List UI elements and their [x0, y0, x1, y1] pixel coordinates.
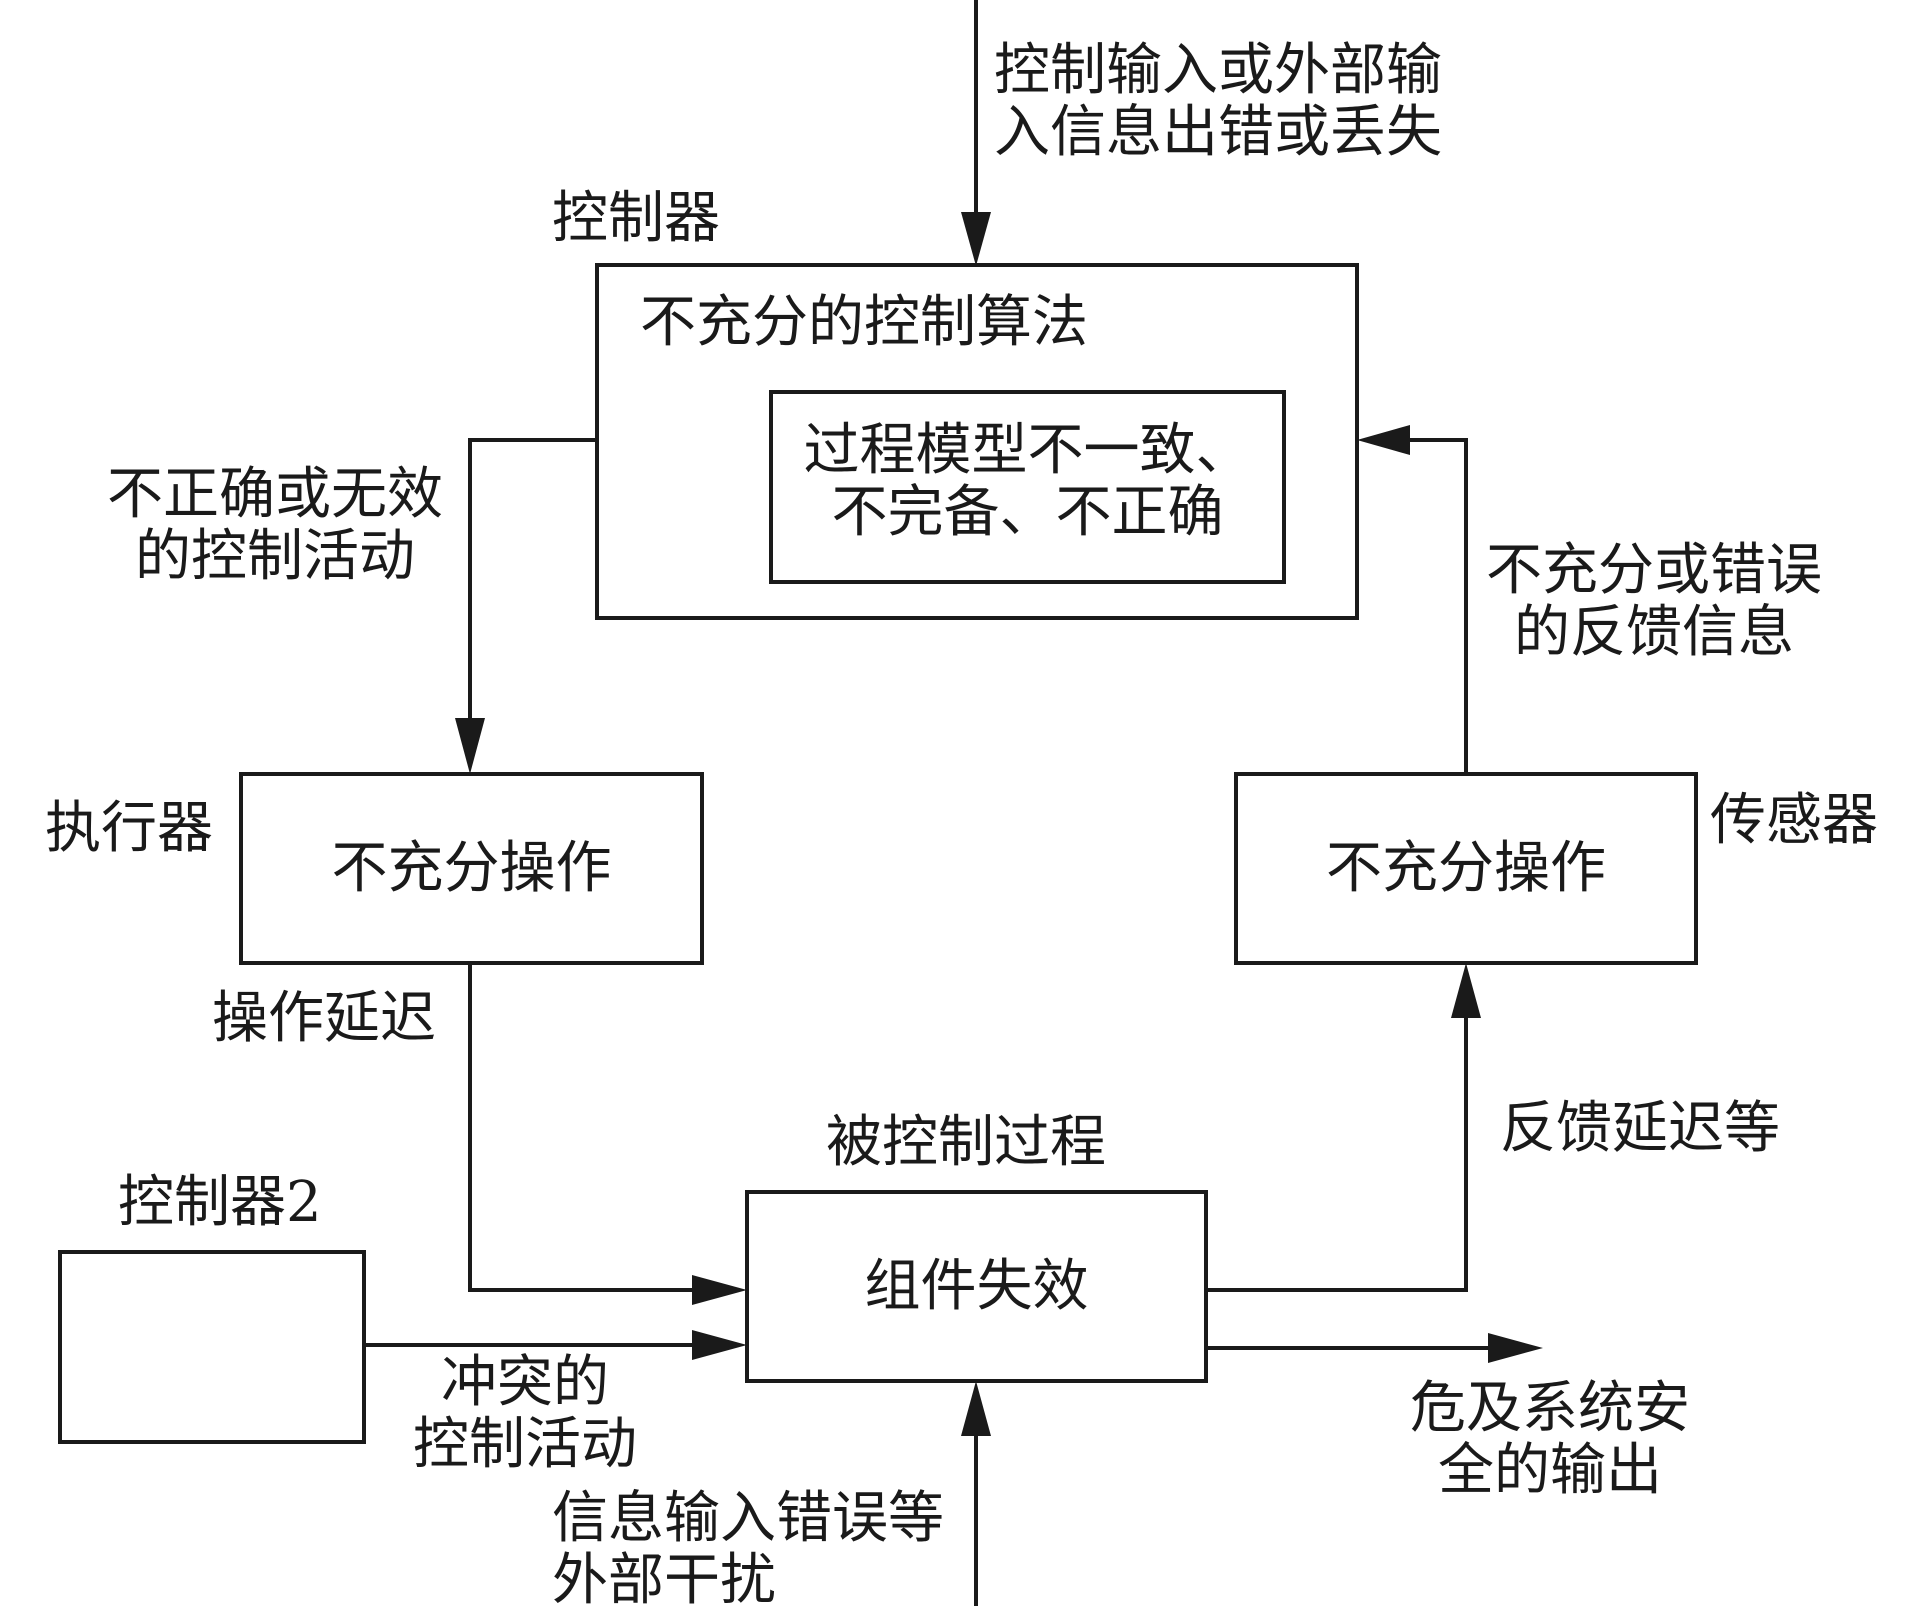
input-error-line-1: 控制输入或外部输 [994, 38, 1442, 103]
feedback-info-line-1: 不充分或错误 [1486, 538, 1822, 603]
feedback-delay-label: 反馈延迟等 [1500, 1096, 1780, 1161]
hazard-output-arrowhead [1488, 1333, 1543, 1363]
process-model-line-2: 不完备、不正确 [831, 480, 1224, 545]
process-to-sensor-arrowhead [1451, 963, 1481, 1018]
hazard-output-line-2: 全的输出 [1438, 1438, 1662, 1503]
controller2-title: 控制器2 [118, 1170, 322, 1235]
control-algorithm-label: 不充分的控制算法 [640, 290, 1088, 355]
disturbance-label: 信息输入错误等 外部干扰 [552, 1488, 944, 1612]
process-model-line-1: 过程模型不一致、 [803, 418, 1252, 483]
conflicting-action-line-2: 控制活动 [413, 1412, 637, 1477]
actuator-title: 执行器 [45, 796, 213, 861]
feedback-info-arrow [1410, 438, 1468, 774]
conflicting-action-label: 冲突的 控制活动 [380, 1352, 670, 1476]
operation-delay-label: 操作延迟 [212, 986, 436, 1051]
hazard-output-label: 危及系统安 全的输出 [1400, 1378, 1700, 1502]
controlled-process-box [745, 1190, 1208, 1383]
control-action-label: 不正确或无效 的控制活动 [95, 464, 455, 588]
control-action-line-1: 不正确或无效 [107, 462, 443, 527]
conflicting-action-line-1: 冲突的 [441, 1350, 609, 1415]
actuator-to-process-arrow [468, 963, 694, 1292]
disturbance-line-2: 外部干扰 [552, 1548, 776, 1613]
sensor-operation-label: 不充分操作 [1326, 836, 1606, 901]
control-action-arrow [468, 438, 597, 720]
process-to-sensor-arrow [1206, 1016, 1468, 1292]
actuator-to-process-arrowhead [692, 1275, 747, 1305]
input-arrowhead [961, 212, 991, 266]
feedback-info-line-2: 的反馈信息 [1514, 600, 1794, 665]
input-error-label: 控制输入或外部输 入信息出错或丢失 [994, 40, 1442, 164]
controlled-process-title: 被控制过程 [826, 1110, 1106, 1175]
sensor-title: 传感器 [1710, 788, 1878, 853]
input-error-line-2: 入信息出错或丢失 [994, 100, 1442, 165]
control-action-line-2: 的控制活动 [135, 524, 415, 589]
disturbance-line-1: 信息输入错误等 [552, 1486, 944, 1551]
process-model-box [769, 390, 1286, 584]
controller2-box [58, 1250, 366, 1444]
controller2-to-process-arrowhead [692, 1330, 747, 1360]
component-failure-label: 组件失效 [864, 1254, 1089, 1319]
feedback-info-arrowhead [1357, 425, 1410, 455]
controller-title: 控制器 [552, 186, 720, 251]
disturbance-arrowhead [961, 1381, 991, 1436]
control-action-arrowhead [455, 718, 485, 774]
feedback-info-label: 不充分或错误 的反馈信息 [1474, 540, 1834, 664]
hazard-output-line-1: 危及系统安 [1410, 1376, 1690, 1441]
process-model-label: 过程模型不一致、 不完备、不正确 [771, 420, 1284, 544]
actuator-operation-label: 不充分操作 [331, 836, 612, 901]
